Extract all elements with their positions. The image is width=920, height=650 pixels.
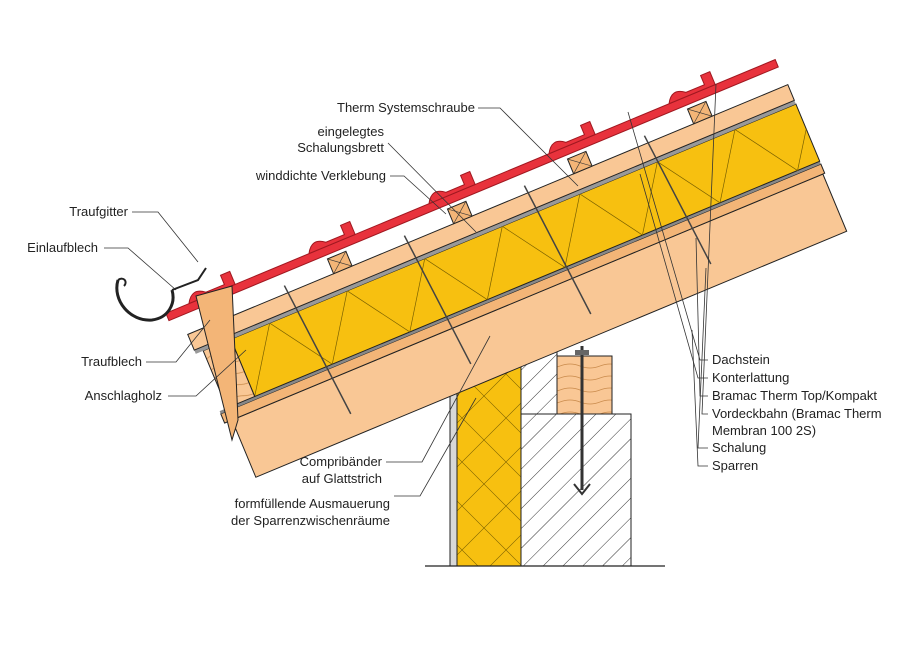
concrete-block [520, 413, 632, 567]
label-traufgitter: Traufgitter [69, 204, 128, 219]
label-dachstein: Dachstein [712, 352, 770, 367]
label-schalung: Schalung [712, 440, 766, 455]
labels-left: Therm Systemschraube eingelegtes Schalun… [27, 100, 475, 528]
label-vordeckbahn-1: Vordeckbahn (Bramac Therm [712, 406, 882, 421]
label-konterlattung: Konterlattung [712, 370, 789, 385]
anchor-bolt-icon [573, 346, 591, 496]
label-compribaender-1: Compribänder [300, 454, 383, 469]
label-ausmauerung-2: der Sparrenzwischenräume [231, 513, 390, 528]
label-sparren: Sparren [712, 458, 758, 473]
label-eingelegtes-1: eingelegtes [318, 124, 385, 139]
roof-tiles [165, 58, 779, 322]
underlay-membrane [219, 161, 821, 414]
sheathing [220, 163, 826, 424]
top-membrane [194, 100, 796, 354]
label-anschlagholz: Anschlagholz [85, 388, 162, 403]
counter-batten [187, 84, 795, 351]
screw-icon [283, 135, 712, 415]
label-therm-systemschraube: Therm Systemschraube [337, 100, 475, 115]
label-bramac-therm: Bramac Therm Top/Kompakt [712, 388, 877, 403]
label-vordeckbahn-2: Membran 100 2S) [712, 423, 816, 438]
gutter-icon [115, 267, 207, 322]
label-traufblech: Traufblech [81, 354, 142, 369]
label-eingelegtes-2: Schalungsbrett [297, 140, 384, 155]
label-winddichte: winddichte Verklebung [255, 168, 386, 183]
label-compribaender-2: auf Glattstrich [302, 471, 382, 486]
wall-plate [556, 346, 613, 496]
roof-assembly [165, 58, 848, 478]
label-einlaufblech: Einlaufblech [27, 240, 98, 255]
leader-lines [104, 83, 717, 497]
label-ausmauerung-1: formfüllende Ausmauerung [235, 496, 390, 511]
labels-right: Dachstein Konterlattung Bramac Therm Top… [712, 352, 882, 473]
